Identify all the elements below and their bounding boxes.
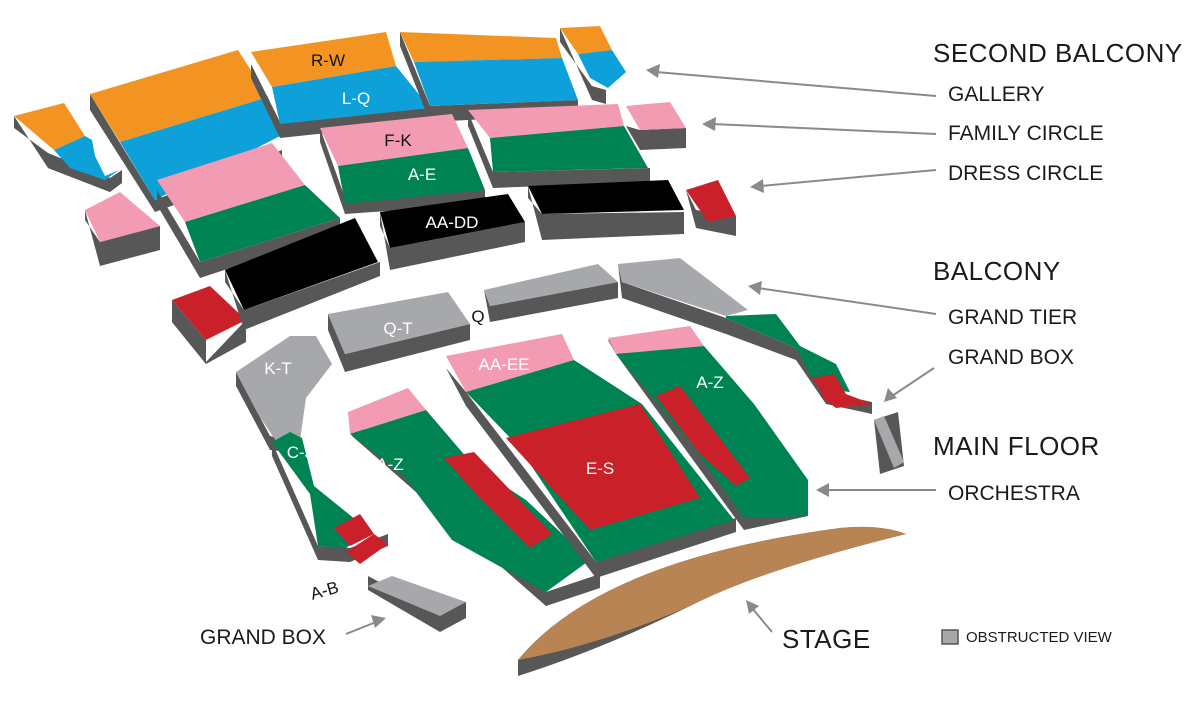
arrows bbox=[345, 64, 937, 635]
grand-box-right[interactable] bbox=[874, 412, 904, 474]
grand-tier-gray bbox=[618, 258, 748, 316]
far-left-orange bbox=[14, 103, 85, 150]
section-center-family[interactable]: F-K A-E bbox=[320, 114, 485, 214]
row-label-a-z-left: A-Z bbox=[376, 455, 403, 474]
balcony-c-j-red-2 bbox=[346, 534, 388, 564]
section-balcony-c-j[interactable]: C-J bbox=[272, 432, 388, 564]
center-upper-blue bbox=[272, 66, 430, 124]
level-balcony: BALCONY bbox=[933, 256, 1061, 286]
section-orchestra-center[interactable]: AA-EE E-S bbox=[446, 334, 736, 578]
level-grand-tier: GRAND TIER bbox=[948, 306, 1077, 329]
far-right-dress-red bbox=[686, 180, 736, 222]
right-family-green bbox=[490, 126, 648, 172]
section-balcony-k-t[interactable]: K-T bbox=[236, 336, 332, 452]
section-left-dress-black[interactable] bbox=[225, 218, 380, 330]
legend-label-obstructed: OBSTRUCTED VIEW bbox=[966, 629, 1113, 646]
row-label-l-q: L-Q bbox=[342, 89, 370, 108]
balcony-q-t-gray bbox=[328, 292, 470, 354]
section-far-right-family[interactable] bbox=[626, 102, 686, 150]
level-gallery: GALLERY bbox=[948, 83, 1045, 106]
right-upper-blue bbox=[414, 58, 578, 106]
section-balcony-q-t[interactable]: Q-T bbox=[328, 292, 470, 372]
left-family-small-pink bbox=[85, 192, 160, 242]
right-upper-orange bbox=[400, 32, 562, 62]
orchestra-center-pink bbox=[446, 334, 574, 392]
legend: OBSTRUCTED VIEW bbox=[941, 629, 1113, 646]
stage-shape bbox=[518, 526, 906, 676]
row-label-k-t: K-T bbox=[264, 359, 291, 378]
balcony-c-j-green bbox=[272, 432, 364, 548]
section-far-right-dress[interactable] bbox=[686, 180, 736, 236]
center-family-green bbox=[338, 148, 485, 204]
level-second-balcony: SECOND BALCONY bbox=[933, 38, 1183, 68]
level-orchestra: ORCHESTRA bbox=[948, 482, 1080, 505]
left-dress-red bbox=[172, 286, 246, 340]
grand-tier-red-2 bbox=[820, 394, 872, 408]
left-family-green bbox=[185, 185, 340, 262]
left-upper-blue bbox=[120, 97, 282, 200]
balcony-right-gray bbox=[484, 264, 618, 306]
orchestra-right-pink bbox=[608, 326, 704, 354]
left-upper-orange bbox=[90, 50, 268, 142]
row-label-q: Q bbox=[471, 307, 484, 326]
orchestra-center-red bbox=[506, 404, 700, 530]
grand-tier-green bbox=[726, 314, 850, 392]
section-left-dress-red[interactable] bbox=[172, 286, 246, 364]
grand-box-left[interactable] bbox=[368, 576, 466, 632]
balcony-k-t-gray bbox=[236, 336, 332, 450]
section-right-family[interactable] bbox=[468, 104, 650, 188]
left-dress-black bbox=[225, 218, 378, 310]
left-family-pink bbox=[157, 143, 305, 222]
orchestra-left-pink bbox=[348, 388, 426, 434]
orchestra-left-red bbox=[444, 452, 552, 548]
grand-box-left-gray bbox=[368, 576, 466, 616]
section-left-family-small[interactable] bbox=[85, 192, 160, 266]
row-label-a-z-right: A-Z bbox=[696, 373, 723, 392]
far-left-blue bbox=[54, 136, 119, 180]
legend-swatch-obstructed bbox=[941, 629, 959, 645]
section-center-upper[interactable]: R-W L-Q bbox=[251, 32, 430, 138]
row-label-a-b: A-B bbox=[308, 578, 340, 604]
level-grand-box-right: GRAND BOX bbox=[948, 346, 1074, 369]
row-label-r-w: R-W bbox=[311, 51, 345, 70]
section-far-left-upper[interactable] bbox=[14, 103, 122, 192]
stage-surface bbox=[518, 526, 906, 660]
level-grand-box-left: GRAND BOX bbox=[200, 626, 326, 649]
center-dress-black bbox=[380, 194, 525, 248]
center-upper-orange bbox=[251, 32, 396, 87]
level-main-floor: MAIN FLOOR bbox=[933, 431, 1100, 461]
section-orchestra-left[interactable]: A-Z bbox=[348, 388, 600, 606]
grand-tier-red-1 bbox=[812, 374, 846, 396]
grand-box-right-gray bbox=[874, 416, 904, 468]
row-label-c-j: C-J bbox=[287, 443, 313, 462]
balcony-c-j-red-1 bbox=[334, 514, 374, 546]
row-label-e-s: E-S bbox=[586, 459, 614, 478]
row-label-f-k: F-K bbox=[384, 131, 412, 150]
orchestra-right-red bbox=[656, 386, 750, 486]
section-far-right-upper[interactable] bbox=[560, 26, 626, 104]
far-right-orange bbox=[560, 26, 612, 54]
section-orchestra-right[interactable]: A-Z bbox=[608, 326, 808, 530]
level-labels: SECOND BALCONY GALLERY FAMILY CIRCLE DRE… bbox=[200, 38, 1183, 654]
row-label-a-e: A-E bbox=[408, 165, 436, 184]
section-left-family-large[interactable] bbox=[157, 143, 340, 278]
level-stage: STAGE bbox=[782, 624, 871, 654]
section-balcony-right[interactable] bbox=[484, 264, 618, 322]
row-label-aa-dd: AA-DD bbox=[426, 213, 479, 232]
level-dress-circle: DRESS CIRCLE bbox=[948, 162, 1103, 185]
section-center-dress[interactable]: AA-DD bbox=[380, 194, 525, 270]
row-label-q-t: Q-T bbox=[383, 319, 412, 338]
far-right-blue bbox=[578, 50, 626, 88]
right-dress-black bbox=[528, 180, 684, 214]
right-family-pink bbox=[468, 104, 624, 138]
far-right-family-pink bbox=[626, 102, 686, 130]
section-grand-tier-right[interactable] bbox=[618, 258, 872, 414]
level-family-circle: FAMILY CIRCLE bbox=[948, 122, 1104, 145]
section-right-dress[interactable] bbox=[528, 180, 684, 240]
center-family-pink bbox=[320, 114, 468, 166]
row-label-aa-ee: AA-EE bbox=[478, 355, 529, 374]
